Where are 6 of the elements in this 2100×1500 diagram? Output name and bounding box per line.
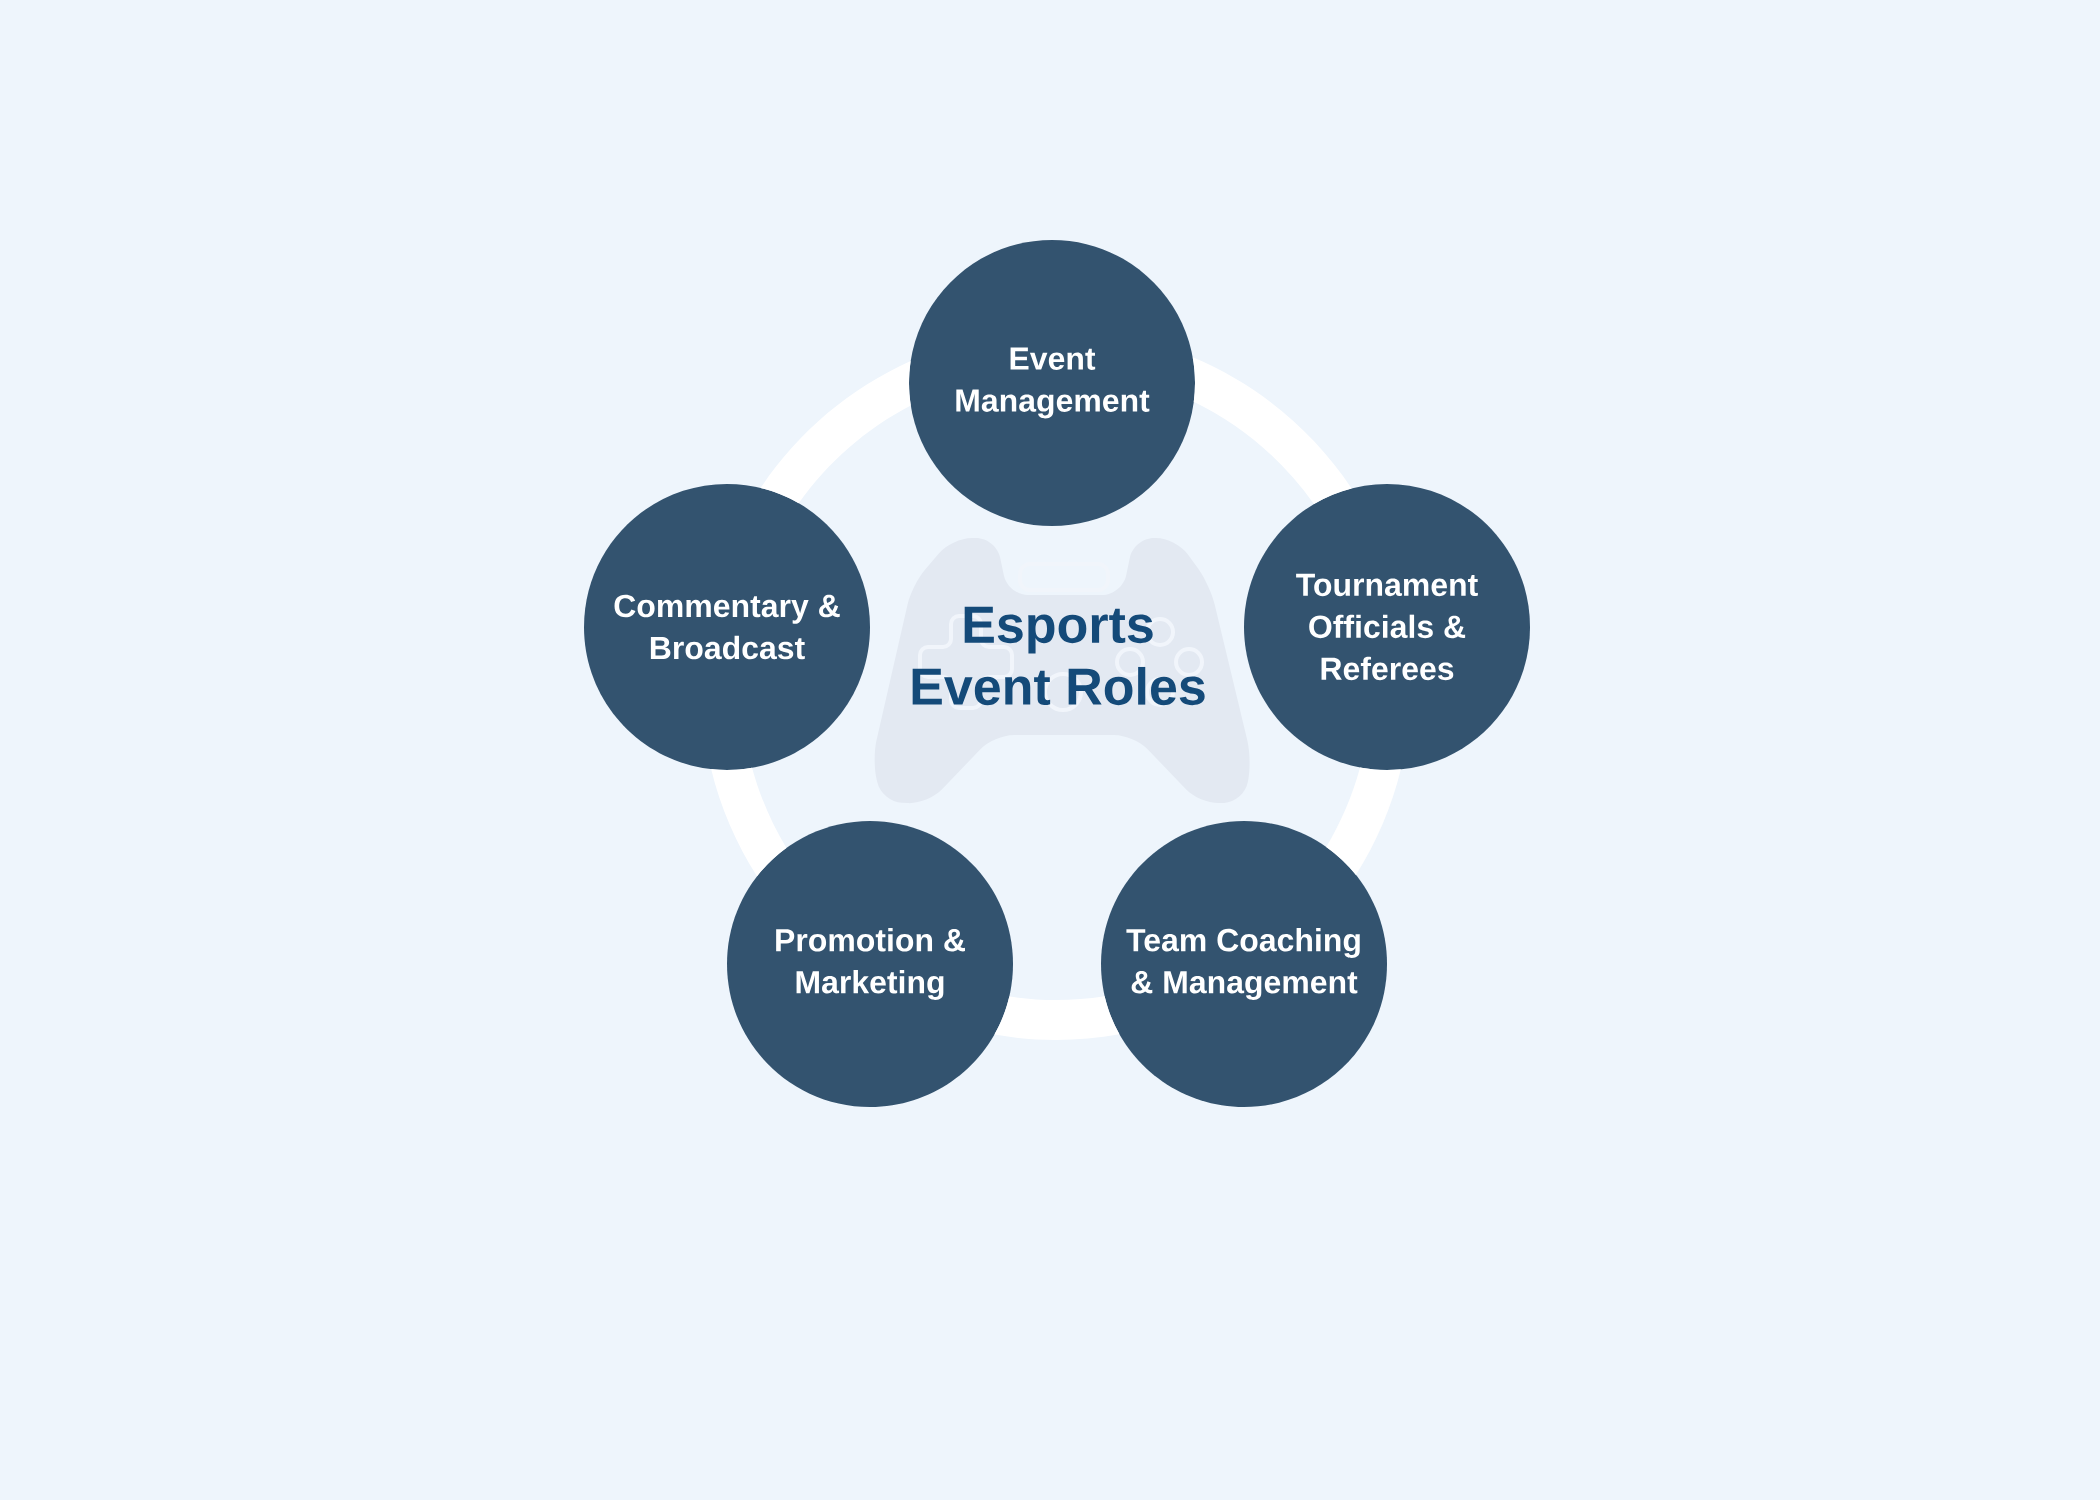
connector-arc (1326, 767, 1401, 875)
connector-arc (1192, 357, 1352, 505)
connector-arc (994, 996, 1120, 1040)
connector-arc (711, 767, 787, 877)
title: Esports Event Roles (912, 606, 1205, 706)
connector-arc (760, 361, 911, 504)
